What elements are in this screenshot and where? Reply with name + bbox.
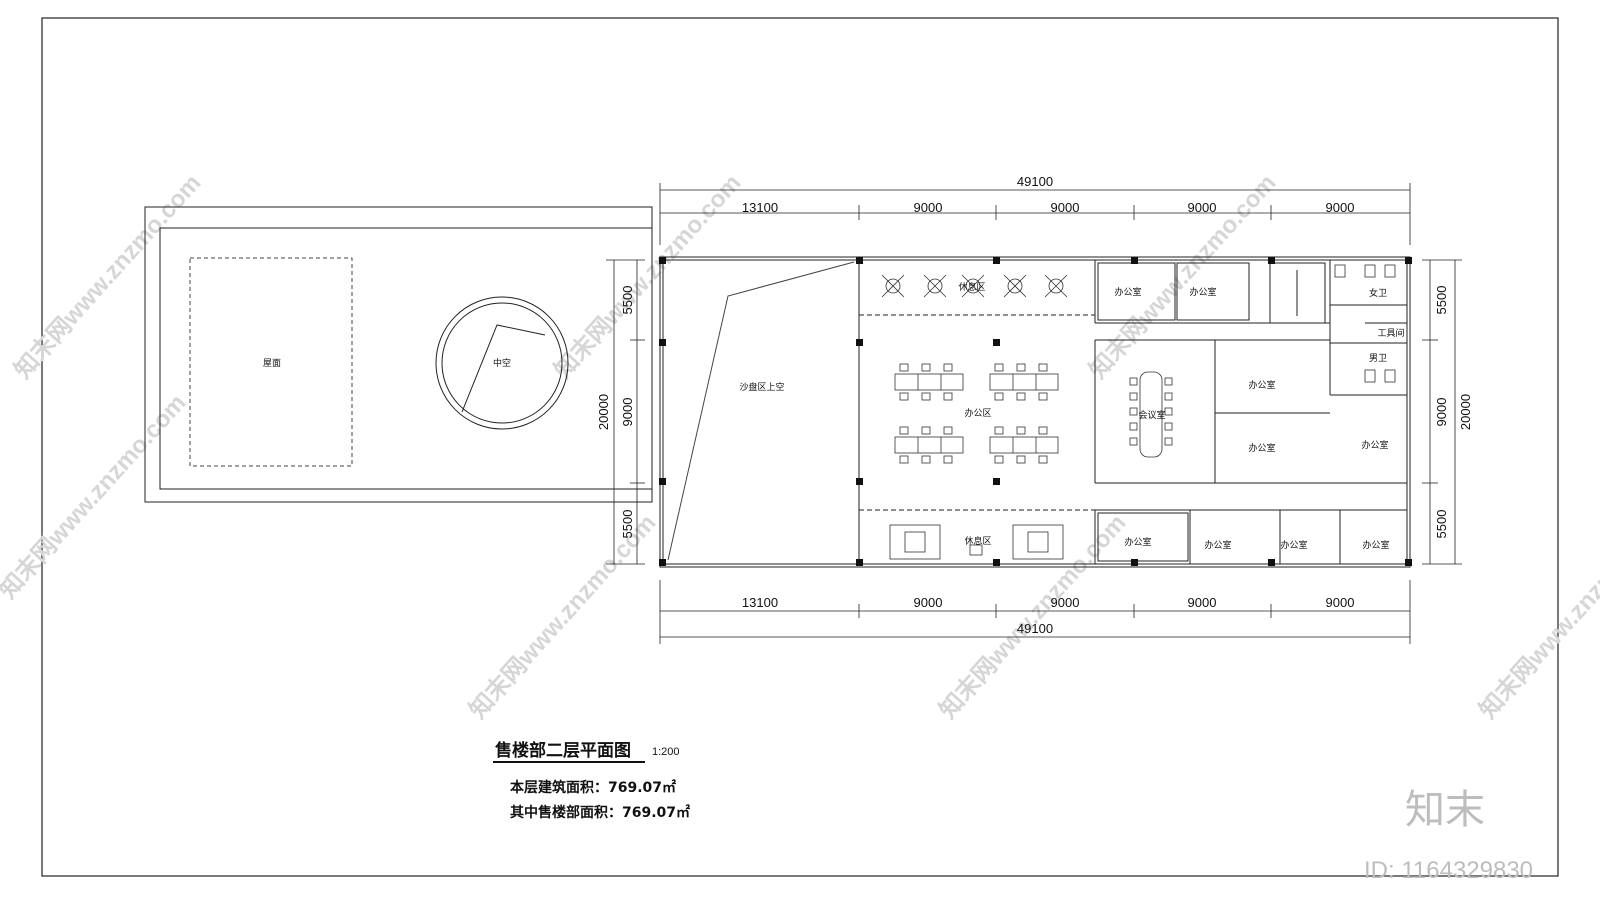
brand-watermark: 知末 (1405, 787, 1485, 833)
dim-top-total: 49100 (1017, 174, 1053, 189)
void-label: 中空 (493, 357, 511, 369)
watermark-text: 知末网www.znzmo.com (0, 389, 191, 604)
wc-fixtures (1334, 264, 1396, 383)
dim-bottom-total: 49100 (1017, 621, 1053, 636)
watermark-layer: 知末网www.znzmo.com 知末网www.znzmo.com 知末网www… (0, 169, 1600, 724)
structural-columns (659, 257, 1412, 566)
roof-block (144, 206, 653, 503)
watermark-text: 知末网www.znzmo.com (9, 169, 206, 384)
office-label: 办公室 (1362, 539, 1389, 551)
image-id: ID: 1164329830 (1364, 857, 1533, 884)
meeting-room-label: 会议室 (1138, 409, 1165, 421)
dim-bottom-seg: 13100 (742, 595, 778, 610)
watermark-text: 知末网www.znzmo.com (549, 169, 746, 384)
dim-right-total: 20000 (1458, 394, 1473, 430)
rest-area-top-label: 休息区 (958, 281, 985, 293)
dim-bottom-seg: 9000 (1051, 595, 1080, 610)
office-label: 办公室 (1114, 286, 1141, 298)
office-label: 办公室 (1124, 536, 1151, 548)
office-label: 办公室 (1280, 539, 1307, 551)
dim-top-seg: 9000 (1326, 200, 1355, 215)
watermark-text: 知末网www.znzmo.com (1084, 169, 1281, 384)
sales-area-line: 其中售楼部面积：769.07㎡ (510, 804, 690, 821)
dim-top-seg: 9000 (914, 200, 943, 215)
dimension-lines (606, 183, 1462, 644)
office-label: 办公室 (1248, 442, 1275, 454)
dim-top-seg: 9000 (1188, 200, 1217, 215)
dim-left-total: 20000 (596, 394, 611, 430)
dim-right-seg: 5500 (1434, 286, 1449, 315)
office-area-label: 办公区 (964, 407, 991, 419)
tool-room-label: 工具间 (1377, 327, 1404, 339)
dim-bottom-seg: 9000 (1326, 595, 1355, 610)
drawing-title: 售楼部二层平面图 (495, 740, 631, 761)
dim-bottom-seg: 9000 (914, 595, 943, 610)
floor-area-line: 本层建筑面积：769.07㎡ (510, 779, 676, 796)
office-label: 办公室 (1204, 539, 1231, 551)
womens-wc-label: 女卫 (1369, 287, 1387, 299)
dim-right-seg: 5500 (1434, 510, 1449, 539)
rest-area-bottom-label: 休息区 (964, 535, 991, 547)
watermark-text: 知末网www.znzmo.com (1474, 509, 1600, 724)
dim-top-seg: 9000 (1051, 200, 1080, 215)
sand-table-void-label: 沙盘区上空 (739, 381, 784, 393)
dim-right-seg: 9000 (1434, 398, 1449, 427)
dim-left-seg: 5500 (620, 286, 635, 315)
furniture-rest-top (881, 274, 1068, 298)
main-building-walls (659, 256, 1411, 568)
office-label: 办公室 (1189, 286, 1216, 298)
furniture-rest-bottom (889, 524, 1064, 560)
drawing-scale: 1:200 (652, 746, 680, 758)
sheet-border (41, 17, 1559, 877)
dim-bottom-seg: 9000 (1188, 595, 1217, 610)
dim-top-seg: 13100 (742, 200, 778, 215)
office-label: 办公室 (1248, 379, 1275, 391)
dim-left-seg: 5500 (620, 510, 635, 539)
roof-label: 屋面 (263, 358, 281, 369)
watermark-text: 知末网www.znzmo.com (464, 509, 661, 724)
furniture-office-desks (894, 363, 1059, 464)
mens-wc-label: 男卫 (1369, 353, 1387, 364)
office-label: 办公室 (1361, 439, 1388, 451)
dim-left-seg: 9000 (620, 398, 635, 427)
furniture-meeting-table (1129, 371, 1173, 458)
